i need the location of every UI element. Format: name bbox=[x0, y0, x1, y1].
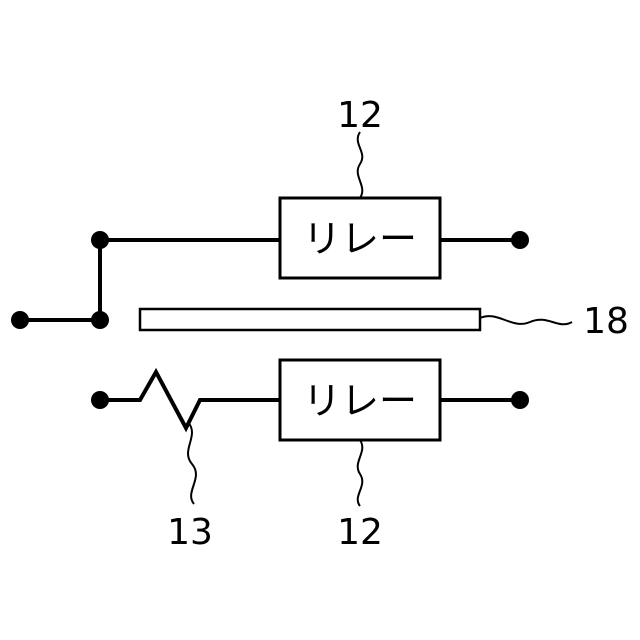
bottom-branch-wire-with-resistor bbox=[100, 372, 280, 428]
leader-line-resistor bbox=[188, 422, 196, 504]
ref-label-top-relay: 12 bbox=[337, 95, 383, 136]
ref-label-resistor: 13 bbox=[167, 512, 213, 553]
ref-label-bar: 18 bbox=[583, 301, 629, 342]
junction-dot-upper bbox=[91, 231, 109, 249]
terminal-dot-bottom-right bbox=[511, 391, 529, 409]
junction-dot-lower bbox=[91, 311, 109, 329]
bar-element bbox=[140, 309, 480, 330]
leader-line-bottom-relay bbox=[358, 440, 363, 506]
relay-label-top: リレー bbox=[303, 217, 417, 261]
terminal-dot-bottom-left bbox=[91, 391, 109, 409]
relay-label-bottom: リレー bbox=[303, 379, 417, 423]
leader-line-bar bbox=[480, 316, 572, 324]
terminal-dot-left-input bbox=[11, 311, 29, 329]
ref-label-bottom-relay: 12 bbox=[337, 512, 383, 553]
leader-line-top-relay bbox=[358, 132, 363, 198]
terminal-dot-top-right bbox=[511, 231, 529, 249]
